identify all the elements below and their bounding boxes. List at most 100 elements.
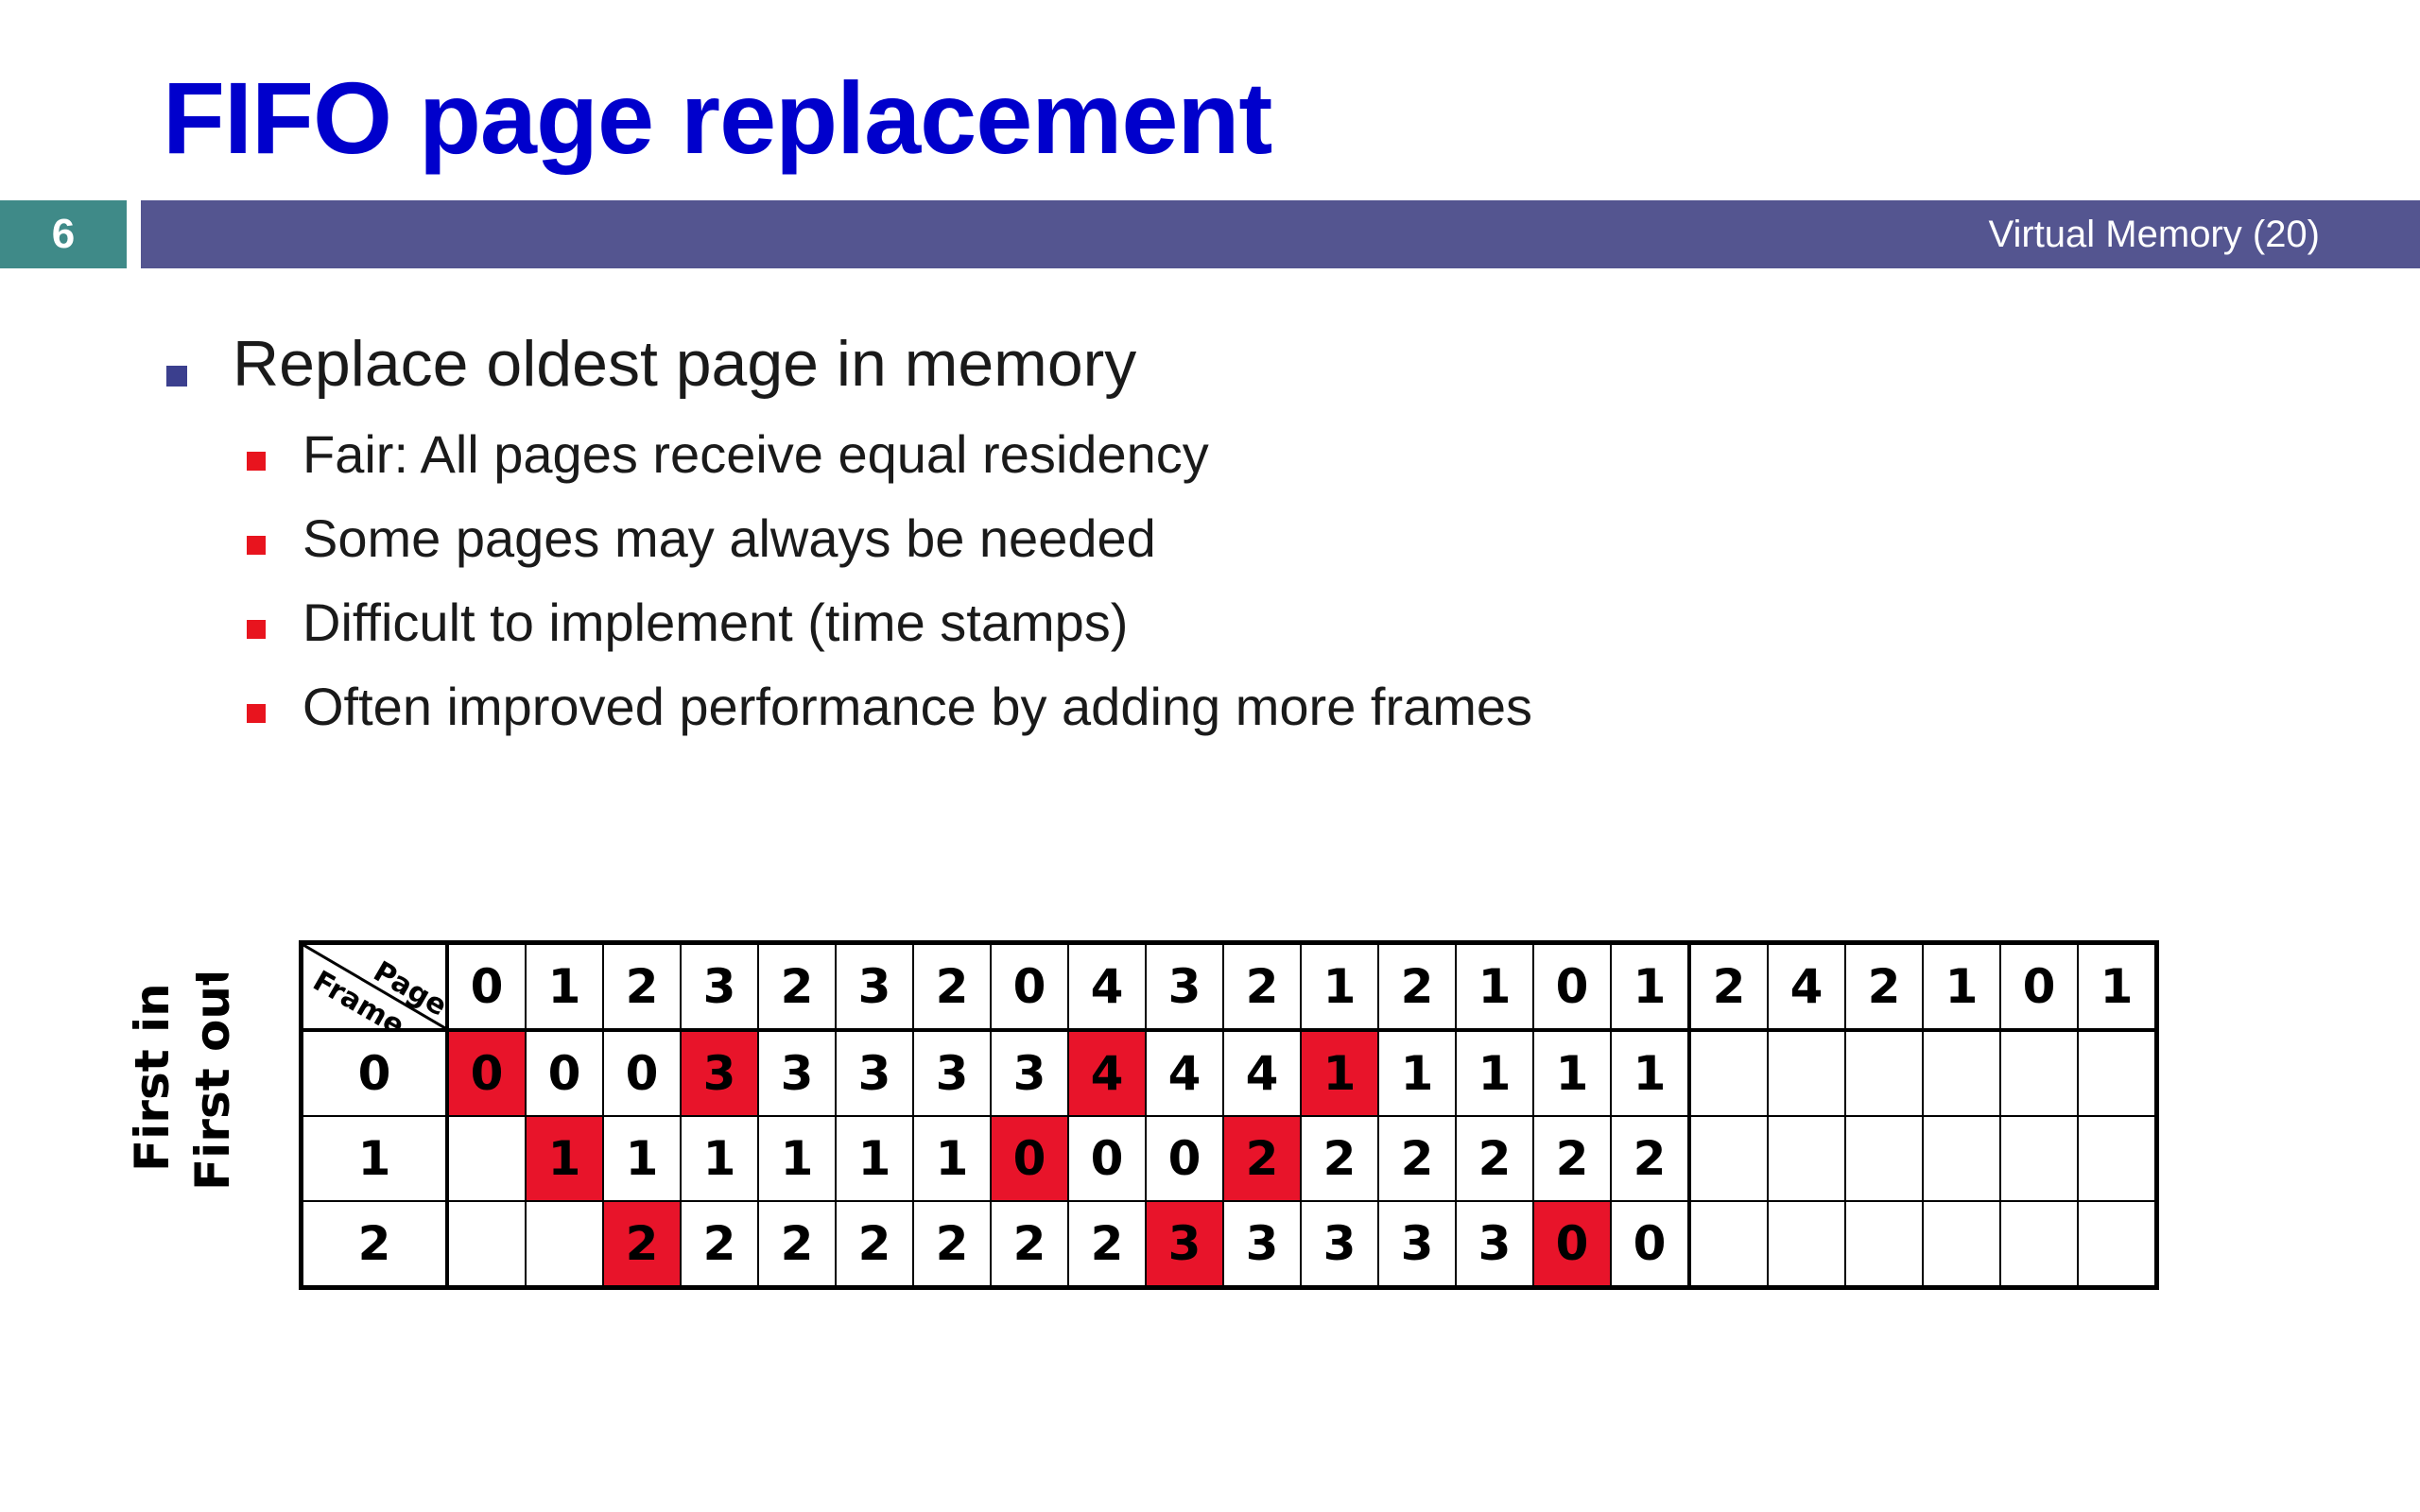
reference-page-cell: 2 <box>912 941 992 1032</box>
sub-bullet-text: Often improved performance by adding mor… <box>302 677 1533 736</box>
side-label-line1: First in <box>125 983 180 1172</box>
frame-cell: 0 <box>1067 1115 1147 1202</box>
sub-bullet-icon <box>247 452 266 471</box>
frame-cell <box>1999 1200 2079 1289</box>
frame-cell: 2 <box>912 1200 992 1289</box>
page-fault-cell: 1 <box>525 1115 604 1202</box>
reference-page-cell: 4 <box>1767 941 1846 1032</box>
frame-cell: 0 <box>602 1029 682 1117</box>
frame-cell: 1 <box>912 1115 992 1202</box>
frame-cell <box>1767 1200 1846 1289</box>
frame-cell <box>2077 1029 2158 1117</box>
frame-cell: 1 <box>1610 1029 1690 1117</box>
frame-cell: 2 <box>1610 1115 1690 1202</box>
reference-page-cell: 1 <box>1922 941 2001 1032</box>
reference-page-cell: 1 <box>1610 941 1690 1032</box>
frame-cell <box>1844 1200 1924 1289</box>
side-label-line2: First out <box>185 973 240 1191</box>
frame-cell: 3 <box>1222 1200 1302 1289</box>
frame-cell <box>1687 1029 1769 1117</box>
main-bullet-icon <box>166 366 187 387</box>
frame-cell: 2 <box>680 1200 759 1289</box>
frame-cell: 1 <box>680 1115 759 1202</box>
frame-cell <box>1999 1029 2079 1117</box>
frame-cell: 2 <box>1377 1115 1457 1202</box>
frame-cell: 2 <box>1300 1115 1379 1202</box>
reference-page-cell: 1 <box>1300 941 1379 1032</box>
frame-cell: 4 <box>1222 1029 1302 1117</box>
frame-label: 0 <box>300 1029 449 1117</box>
frame-cell: 1 <box>757 1115 837 1202</box>
slide-number: 6 <box>0 200 127 268</box>
page-fault-cell: 4 <box>1067 1029 1147 1117</box>
sub-bullet-icon <box>247 536 266 555</box>
reference-page-cell: 1 <box>2077 941 2158 1032</box>
frame-cell <box>1922 1115 2001 1202</box>
frame-cell <box>446 1200 527 1289</box>
frame-cell: 3 <box>1300 1200 1379 1289</box>
frame-cell: 2 <box>1455 1115 1534 1202</box>
frame-cell: 0 <box>525 1029 604 1117</box>
frame-cell: 1 <box>1455 1029 1534 1117</box>
frame-cell <box>1922 1029 2001 1117</box>
main-bullet-text: Replace oldest page in memory <box>233 328 1137 400</box>
reference-page-cell: 4 <box>1067 941 1147 1032</box>
frame-cell <box>1999 1115 2079 1202</box>
frame-cell: 3 <box>757 1029 837 1117</box>
reference-page-cell: 2 <box>1222 941 1302 1032</box>
sub-bullet-icon <box>247 704 266 723</box>
frame-cell <box>2077 1115 2158 1202</box>
frame-cell <box>525 1200 604 1289</box>
page-fault-cell: 0 <box>1532 1200 1612 1289</box>
page-fault-cell: 2 <box>602 1200 682 1289</box>
frame-cell: 3 <box>835 1029 914 1117</box>
sub-bullet-text: Fair: All pages receive equal residency <box>302 424 1209 484</box>
frame-cell: 0 <box>1610 1200 1690 1289</box>
frame-cell: 2 <box>757 1200 837 1289</box>
frame-cell: 2 <box>835 1200 914 1289</box>
frame-cell <box>1767 1029 1846 1117</box>
frame-cell: 1 <box>1532 1029 1612 1117</box>
frame-cell: 1 <box>835 1115 914 1202</box>
reference-page-cell: 3 <box>680 941 759 1032</box>
frame-cell: 2 <box>990 1200 1069 1289</box>
frame-cell <box>1844 1029 1924 1117</box>
reference-page-cell: 3 <box>835 941 914 1032</box>
reference-page-cell: 2 <box>1377 941 1457 1032</box>
fifo-side-label: First in First out <box>113 963 255 1200</box>
reference-page-cell: 2 <box>1844 941 1924 1032</box>
frame-cell <box>1767 1115 1846 1202</box>
page-fault-cell: 3 <box>680 1029 759 1117</box>
page-fault-cell: 0 <box>446 1029 527 1117</box>
page-fault-cell: 1 <box>1300 1029 1379 1117</box>
frame-label: 1 <box>300 1115 449 1202</box>
section-bar: Virtual Memory (20) <box>141 200 2420 268</box>
reference-page-cell: 2 <box>602 941 682 1032</box>
frame-cell: 4 <box>1145 1029 1224 1117</box>
frame-cell <box>446 1115 527 1202</box>
frame-cell <box>2077 1200 2158 1289</box>
page-fault-cell: 3 <box>1145 1200 1224 1289</box>
page-fault-cell: 2 <box>1222 1115 1302 1202</box>
reference-page-cell: 0 <box>446 941 527 1032</box>
sub-bullet-icon <box>247 620 266 639</box>
reference-page-cell: 0 <box>1999 941 2079 1032</box>
reference-page-cell: 2 <box>1687 941 1769 1032</box>
frame-cell: 0 <box>1145 1115 1224 1202</box>
frame-cell: 1 <box>602 1115 682 1202</box>
frame-cell <box>1922 1200 2001 1289</box>
reference-page-cell: 1 <box>1455 941 1534 1032</box>
frame-cell: 2 <box>1532 1115 1612 1202</box>
frame-cell: 3 <box>1377 1200 1457 1289</box>
slide-title: FIFO page replacement <box>163 60 1272 175</box>
reference-page-cell: 0 <box>990 941 1069 1032</box>
reference-page-cell: 3 <box>1145 941 1224 1032</box>
sub-bullet-text: Difficult to implement (time stamps) <box>302 593 1129 652</box>
sub-bullet-text: Some pages may always be needed <box>302 508 1156 568</box>
frame-cell <box>1844 1115 1924 1202</box>
